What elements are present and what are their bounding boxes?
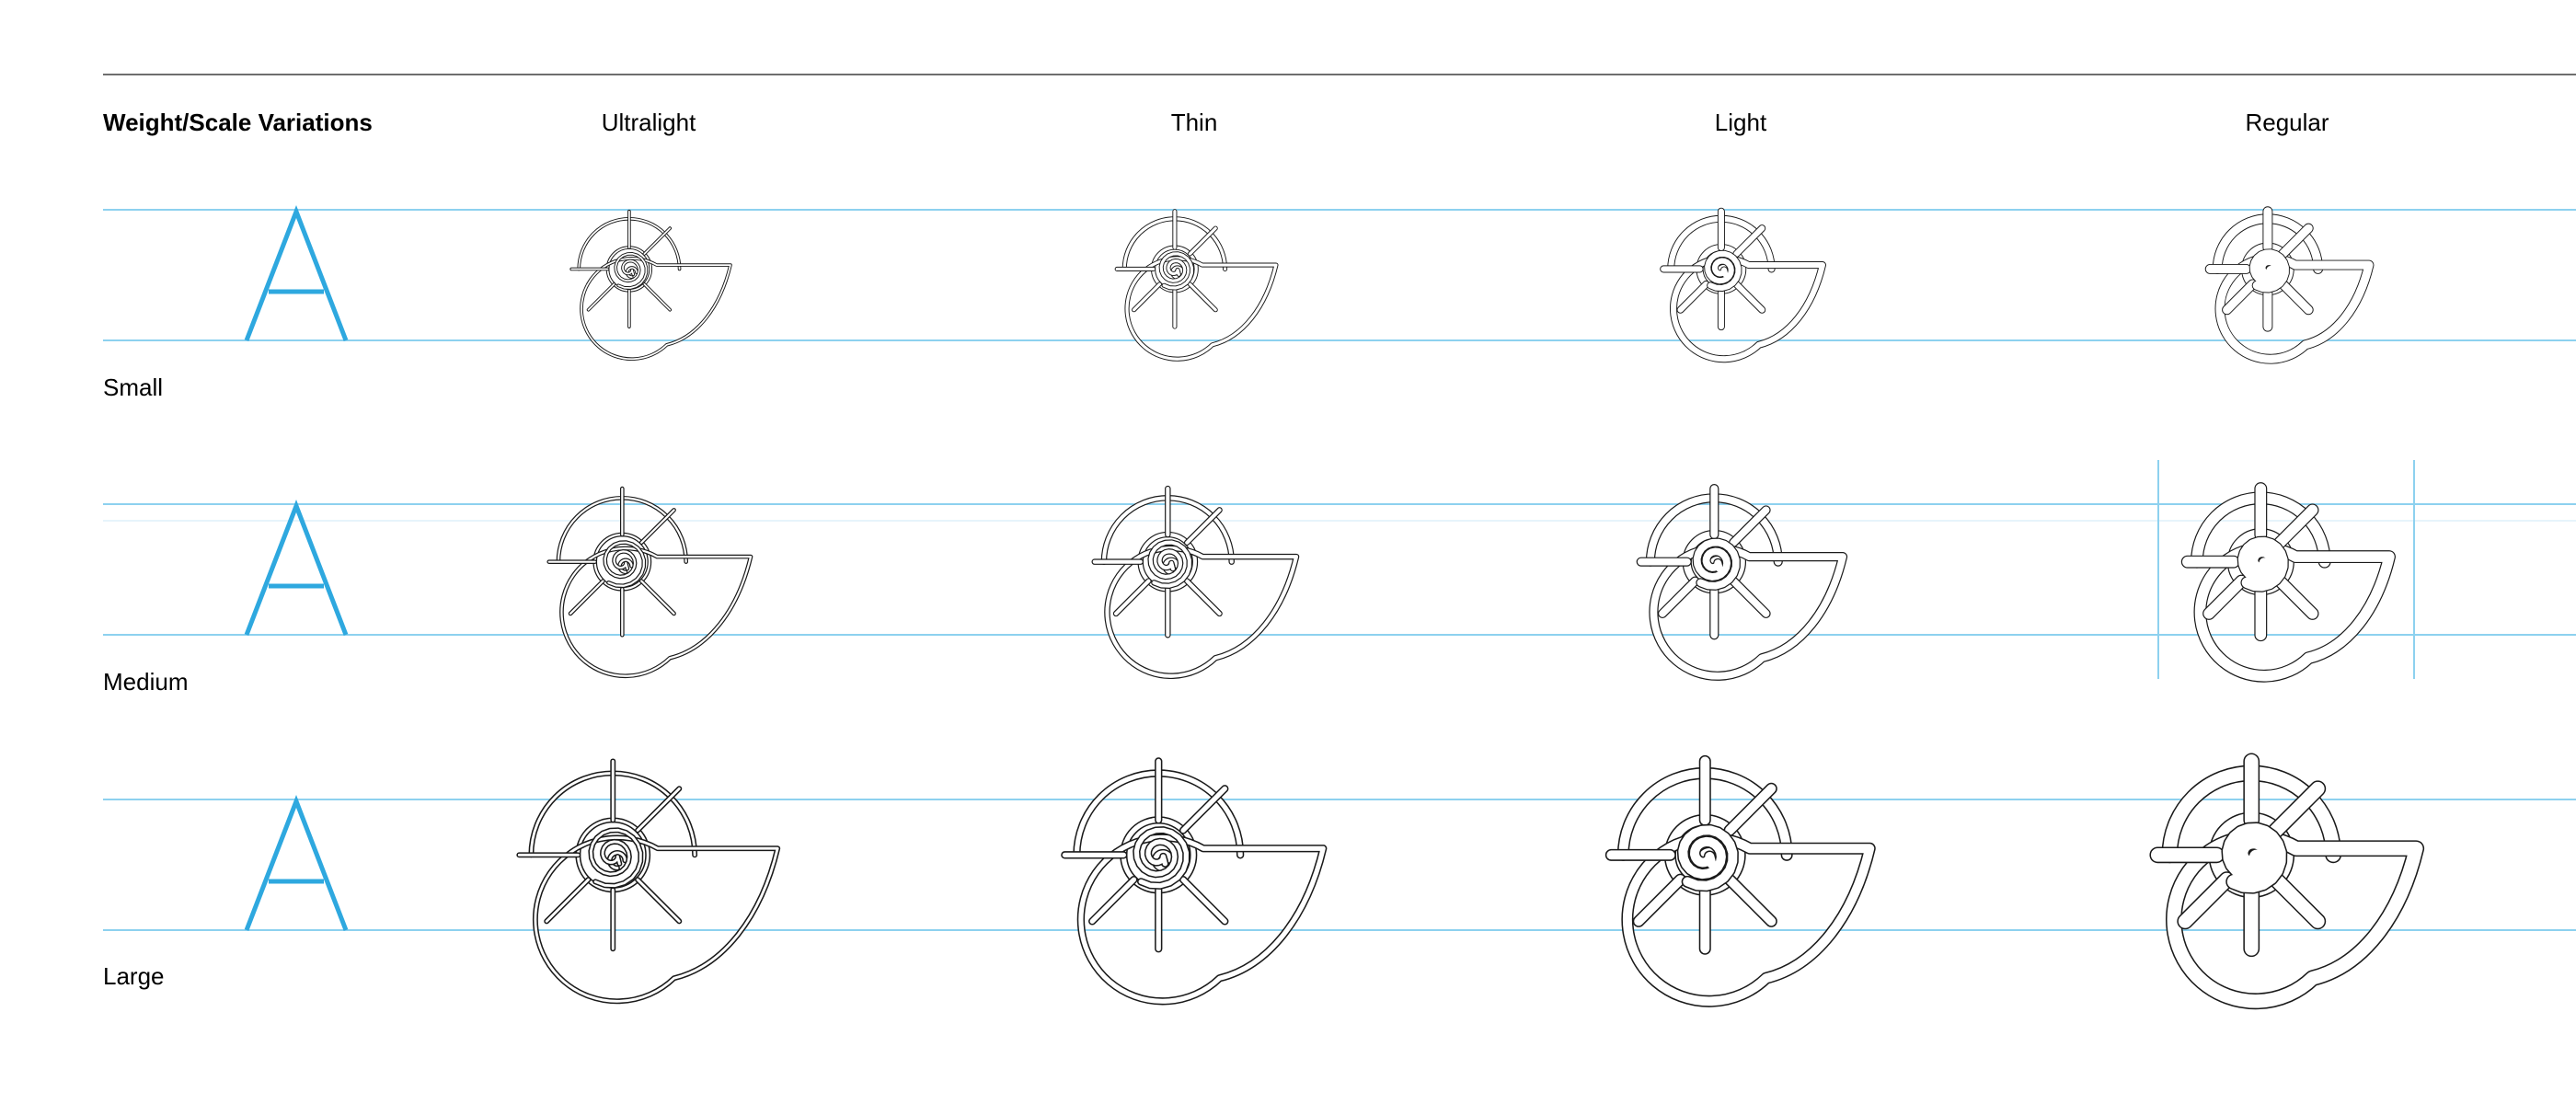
column-header-thin: Thin [1170,109,1218,136]
nautilus-shell-icon [1660,207,1826,363]
nautilus-shell-icon [516,758,781,1005]
nautilus-shell-icon [1061,757,1328,1006]
baseline-guide-small [103,339,2576,341]
reference-glyph-a-small [244,205,349,341]
column-header-light: Light [1714,109,1767,136]
baseline-guide-medium [103,634,2576,636]
top-rule [103,74,2576,75]
cap-height-guide-small [103,209,2576,211]
nautilus-shell-icon [1636,484,1848,681]
column-header-regular: Regular [2245,109,2329,136]
row-label-small: Small [103,374,164,401]
row-label-medium: Medium [103,668,189,696]
section-title: Weight/Scale Variations [103,109,373,136]
nautilus-shell-icon [546,486,753,679]
nautilus-shell-icon [1091,485,1300,680]
reference-glyph-a-large [244,795,349,931]
nautilus-shell-icon [1114,209,1279,362]
nautilus-shell-icon [1604,754,1876,1007]
nautilus-shell-icon [2149,753,2425,1010]
x-height-guide-medium [103,520,2576,522]
right-margin-guide [2413,460,2415,679]
nautilus-shell-icon [569,209,732,362]
column-header-ultralight: Ultralight [601,109,696,136]
nautilus-shell-icon [2180,482,2396,683]
row-label-large: Large [103,962,165,990]
reference-glyph-a-medium [244,500,349,636]
left-margin-guide [2157,460,2159,679]
nautilus-shell-icon [2204,206,2375,364]
baseline-guide-large [103,929,2576,931]
cap-height-guide-medium [103,503,2576,505]
cap-height-guide-large [103,799,2576,800]
